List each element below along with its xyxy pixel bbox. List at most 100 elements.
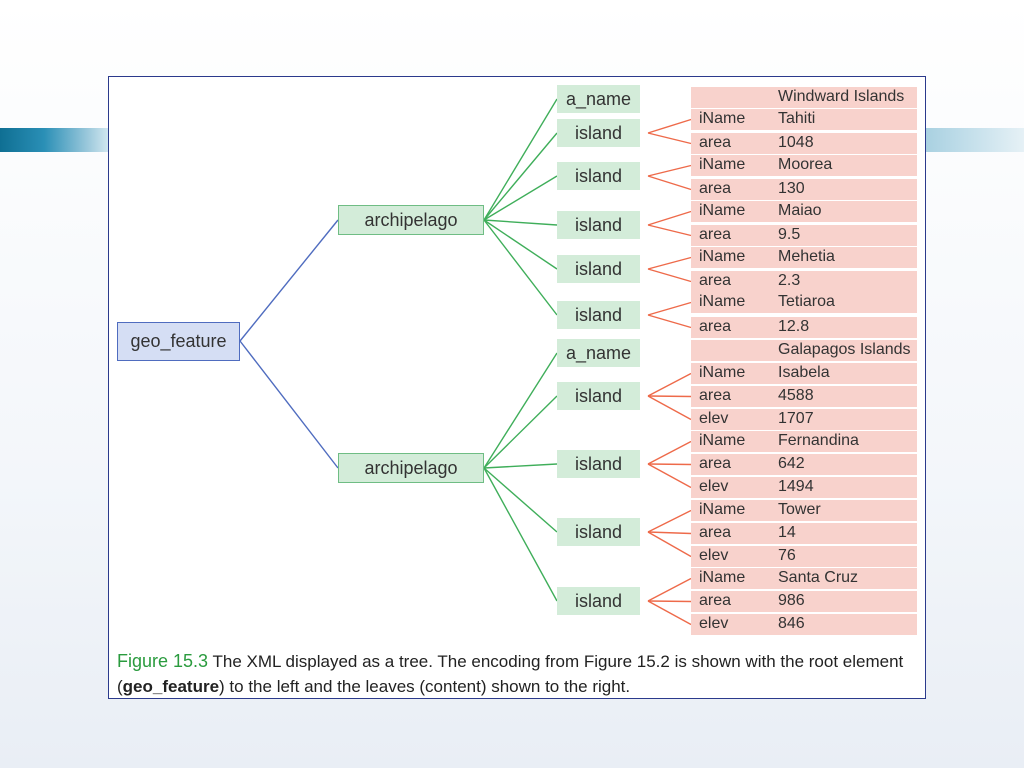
- field-key: iName: [699, 569, 746, 586]
- archipelago-node: archipelago: [338, 205, 484, 235]
- field-value: Mehetia: [778, 248, 835, 265]
- edge-archipelago-island: [483, 132, 558, 221]
- island-node: island: [557, 587, 640, 615]
- field-key: elev: [699, 615, 729, 632]
- edge-island-field: [647, 509, 692, 533]
- field-key: area: [699, 592, 732, 609]
- island-field-row: elev 1494: [691, 477, 917, 498]
- field-value: Isabela: [778, 364, 830, 381]
- edge-island-field: [647, 132, 692, 145]
- edge-island-field: [647, 463, 692, 466]
- edge-root-archipelago: [239, 340, 339, 469]
- field-key: iName: [699, 293, 746, 310]
- header-band-right: [926, 128, 1024, 152]
- archipelago-name-value: Windward Islands: [778, 88, 905, 105]
- edge-archipelago-name: [483, 352, 558, 469]
- field-key: iName: [699, 202, 746, 219]
- edge-island-field: [647, 440, 692, 465]
- island-field-row: iName Tower: [691, 500, 917, 521]
- figure-label: Figure 15.3: [117, 651, 209, 671]
- field-key: iName: [699, 432, 746, 449]
- edge-island-field: [647, 210, 692, 226]
- field-key: area: [699, 318, 732, 335]
- island-node: island: [557, 162, 640, 190]
- edge-archipelago-island: [483, 219, 558, 316]
- field-value: 1707: [778, 410, 814, 427]
- island-node: island: [557, 382, 640, 410]
- caption-bold-term: geo_feature: [122, 677, 220, 696]
- caption-text-before: The XML displayed as a tree. The encodin…: [117, 652, 904, 696]
- edge-island-field: [647, 175, 692, 191]
- field-value: 14: [778, 524, 796, 541]
- island-field-row: iName Tahiti: [691, 109, 917, 130]
- island-node: island: [557, 518, 640, 546]
- island-node: island: [557, 255, 640, 283]
- header-band-left: [0, 128, 110, 152]
- field-value: 986: [778, 592, 805, 609]
- edge-island-field: [647, 301, 692, 316]
- edge-archipelago-island: [483, 463, 558, 469]
- figure-caption: Figure 15.3 The XML displayed as a tree.…: [117, 649, 917, 699]
- field-value: 2.3: [778, 272, 801, 289]
- edge-archipelago-name: [483, 98, 558, 221]
- field-key: area: [699, 180, 732, 197]
- a-name-node: a_name: [557, 339, 640, 367]
- edge-island-field: [647, 531, 692, 558]
- field-key: area: [699, 272, 732, 289]
- field-value: 4588: [778, 387, 814, 404]
- caption-text-after: ) to the left and the leaves (content) s…: [219, 677, 631, 696]
- island-field-row: area 986: [691, 591, 917, 612]
- edge-archipelago-island: [483, 467, 558, 533]
- edge-island-field: [647, 577, 692, 602]
- edge-island-field: [647, 600, 692, 603]
- field-key: elev: [699, 547, 729, 564]
- field-key: elev: [699, 410, 729, 427]
- tree-edges: [239, 98, 692, 626]
- edge-island-field: [647, 531, 692, 535]
- edge-island-field: [647, 118, 692, 134]
- field-key: iName: [699, 110, 746, 127]
- edge-island-field: [647, 256, 692, 270]
- island-field-row: area 4588: [691, 386, 917, 407]
- field-value: Tower: [778, 501, 821, 518]
- edge-archipelago-island: [483, 219, 558, 226]
- field-value: Tahiti: [778, 110, 816, 127]
- island-node: island: [557, 301, 640, 329]
- field-value: 12.8: [778, 318, 810, 335]
- edge-island-field: [647, 372, 692, 397]
- field-key: area: [699, 226, 732, 243]
- island-field-row: area 12.8: [691, 317, 917, 338]
- archipelago-node: archipelago: [338, 453, 484, 483]
- field-key: elev: [699, 478, 729, 495]
- island-field-row: iName Maiao: [691, 201, 917, 222]
- field-value: Santa Cruz: [778, 569, 859, 586]
- edge-island-field: [647, 395, 692, 398]
- field-key: area: [699, 387, 732, 404]
- field-value: 1048: [778, 134, 814, 151]
- island-field-row: area 130: [691, 179, 917, 200]
- archipelago-name-leaf: Galapagos Islands: [691, 340, 917, 361]
- edge-island-field: [647, 164, 692, 177]
- field-value: 1494: [778, 478, 814, 495]
- field-value: Moorea: [778, 156, 833, 173]
- archipelago-name-leaf: Windward Islands: [691, 87, 917, 108]
- a-name-node: a_name: [557, 85, 640, 113]
- island-field-row: area 14: [691, 523, 917, 544]
- edge-archipelago-island: [483, 219, 558, 270]
- island-node: island: [557, 450, 640, 478]
- field-value: 130: [778, 180, 805, 197]
- field-value: Maiao: [778, 202, 822, 219]
- archipelago-name-value: Galapagos Islands: [778, 341, 911, 358]
- root-node-geo-feature: geo_feature: [117, 322, 240, 361]
- field-key: area: [699, 524, 732, 541]
- field-key: iName: [699, 501, 746, 518]
- island-field-row: iName Santa Cruz: [691, 568, 917, 589]
